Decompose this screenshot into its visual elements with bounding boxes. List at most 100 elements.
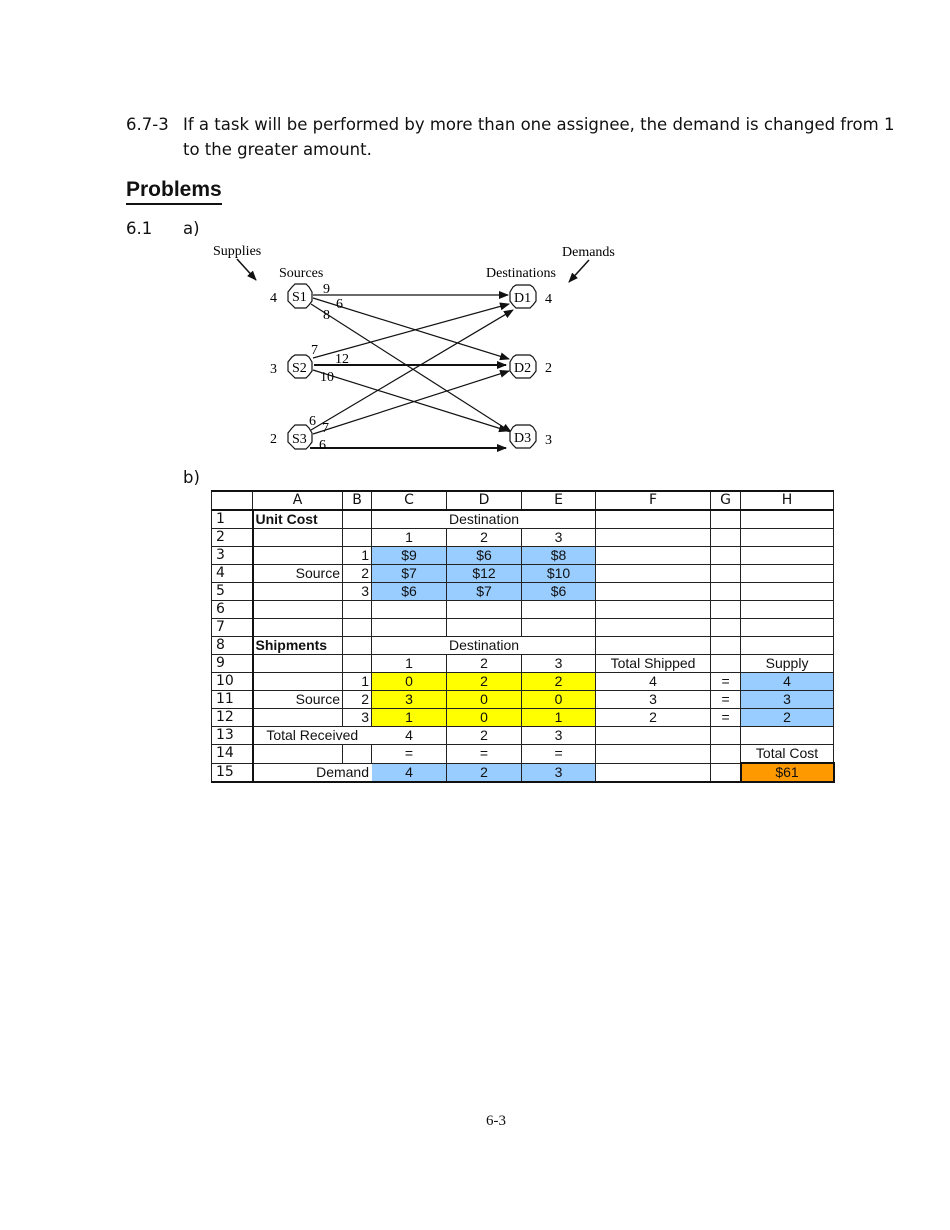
cell xyxy=(710,564,742,583)
col-header-e: E xyxy=(521,490,597,511)
cost-s3-d2: 7 xyxy=(322,421,329,436)
shipment-cell[interactable]: 0 xyxy=(445,708,523,727)
table-row: 14 = = = Total Cost xyxy=(211,744,835,764)
dest-index: 1 xyxy=(371,528,447,547)
shipment-cell[interactable]: 0 xyxy=(521,690,597,709)
cell xyxy=(595,726,712,745)
table-row: 6 xyxy=(211,600,835,619)
row-header: 13 xyxy=(211,726,254,745)
arc-s2-d1 xyxy=(312,302,510,359)
cell xyxy=(740,726,835,745)
cell xyxy=(595,600,712,619)
supply-s3: 2 xyxy=(270,432,277,447)
shipment-cell[interactable]: 3 xyxy=(371,690,447,709)
total-shipped-label: Total Shipped xyxy=(595,654,712,673)
cell xyxy=(521,636,597,655)
arc-s3-d2 xyxy=(312,369,510,435)
item-text-line2: to the greater amount. xyxy=(183,140,372,159)
cell xyxy=(595,744,712,764)
total-shipped-cell: 3 xyxy=(595,690,712,709)
table-row: 10 1 0 2 2 4 = 4 xyxy=(211,672,835,691)
cell xyxy=(740,564,835,583)
node-d1-label: D1 xyxy=(514,291,531,306)
arc-s1-d2 xyxy=(312,297,510,361)
supply-cell: 4 xyxy=(740,672,835,691)
cell xyxy=(710,744,742,764)
supply-cell: 2 xyxy=(740,708,835,727)
row-header: 1 xyxy=(211,509,254,529)
equals-cell: = xyxy=(445,744,523,764)
dest-index: 3 xyxy=(521,528,597,547)
row-header: 10 xyxy=(211,672,254,691)
shipment-cell[interactable]: 0 xyxy=(371,672,447,691)
cell xyxy=(740,582,835,601)
cell xyxy=(740,528,835,547)
source-index: 2 xyxy=(342,564,372,583)
unit-cost-label: Unit Cost xyxy=(252,509,343,529)
cell xyxy=(342,636,372,655)
node-d2-label: D2 xyxy=(514,361,531,376)
cell xyxy=(710,546,742,565)
col-header-a: A xyxy=(252,490,343,511)
shipment-cell[interactable]: 2 xyxy=(521,672,597,691)
demand-cell: 3 xyxy=(521,762,597,783)
column-header-row: A B C D E F G H xyxy=(211,490,835,511)
table-row: 9 1 2 3 Total Shipped Supply xyxy=(211,654,835,673)
arc-s1-d3 xyxy=(310,303,512,433)
shipment-cell[interactable]: 2 xyxy=(445,672,523,691)
cell xyxy=(710,654,742,673)
cell xyxy=(740,618,835,637)
cell xyxy=(595,528,712,547)
shipment-cell[interactable]: 0 xyxy=(445,690,523,709)
col-header-d: D xyxy=(445,490,523,511)
cell xyxy=(252,600,343,619)
col-header-h: H xyxy=(740,490,835,511)
total-received-cell: 3 xyxy=(521,726,597,745)
table-row: 13 Total Received 4 2 3 xyxy=(211,726,835,745)
cell xyxy=(252,618,343,637)
corner-cell xyxy=(211,490,253,511)
destinations-label: Destinations xyxy=(486,266,556,281)
source-label: Source xyxy=(252,564,343,583)
total-received-cell: 4 xyxy=(371,726,447,745)
cell xyxy=(595,564,712,583)
part-b-label: b) xyxy=(183,468,200,487)
node-s3: S3 xyxy=(287,424,313,450)
shipment-cell[interactable]: 1 xyxy=(371,708,447,727)
cell xyxy=(371,509,447,529)
table-row: 12 3 1 0 1 2 = 2 xyxy=(211,708,835,727)
cell xyxy=(710,528,742,547)
problems-heading: Problems xyxy=(126,178,222,205)
cell xyxy=(521,509,597,529)
cell xyxy=(740,600,835,619)
cell xyxy=(371,600,447,619)
dest-index: 1 xyxy=(371,654,447,673)
col-header-f: F xyxy=(595,490,712,511)
cell xyxy=(521,618,597,637)
cost-s2-d2: 12 xyxy=(335,352,349,367)
cell xyxy=(710,509,742,529)
destination-label: Destination xyxy=(446,509,522,529)
cell xyxy=(342,528,372,547)
cell xyxy=(342,618,372,637)
total-cost-label: Total Cost xyxy=(740,744,835,764)
cell xyxy=(342,600,372,619)
cell xyxy=(595,636,712,655)
table-row: 11 Source 2 3 0 0 3 = 3 xyxy=(211,690,835,709)
table-row: 4 Source 2 $7 $12 $10 xyxy=(211,564,835,583)
cell xyxy=(342,509,372,529)
cell xyxy=(710,726,742,745)
item-number: 6.7-3 xyxy=(126,115,169,134)
equals-cell: = xyxy=(710,708,742,727)
total-received-label: Total Received xyxy=(252,726,372,745)
row-header: 14 xyxy=(211,744,254,764)
node-d1: D1 xyxy=(509,284,537,309)
total-cost-cell: $61 xyxy=(739,762,835,783)
demand-cell: 2 xyxy=(445,762,523,783)
row-header: 7 xyxy=(211,618,254,637)
cell xyxy=(740,546,835,565)
shipment-cell[interactable]: 1 xyxy=(521,708,597,727)
cell xyxy=(371,636,447,655)
cost-s2-d1: 7 xyxy=(311,343,318,358)
cost-s1-d2: 6 xyxy=(336,297,343,312)
